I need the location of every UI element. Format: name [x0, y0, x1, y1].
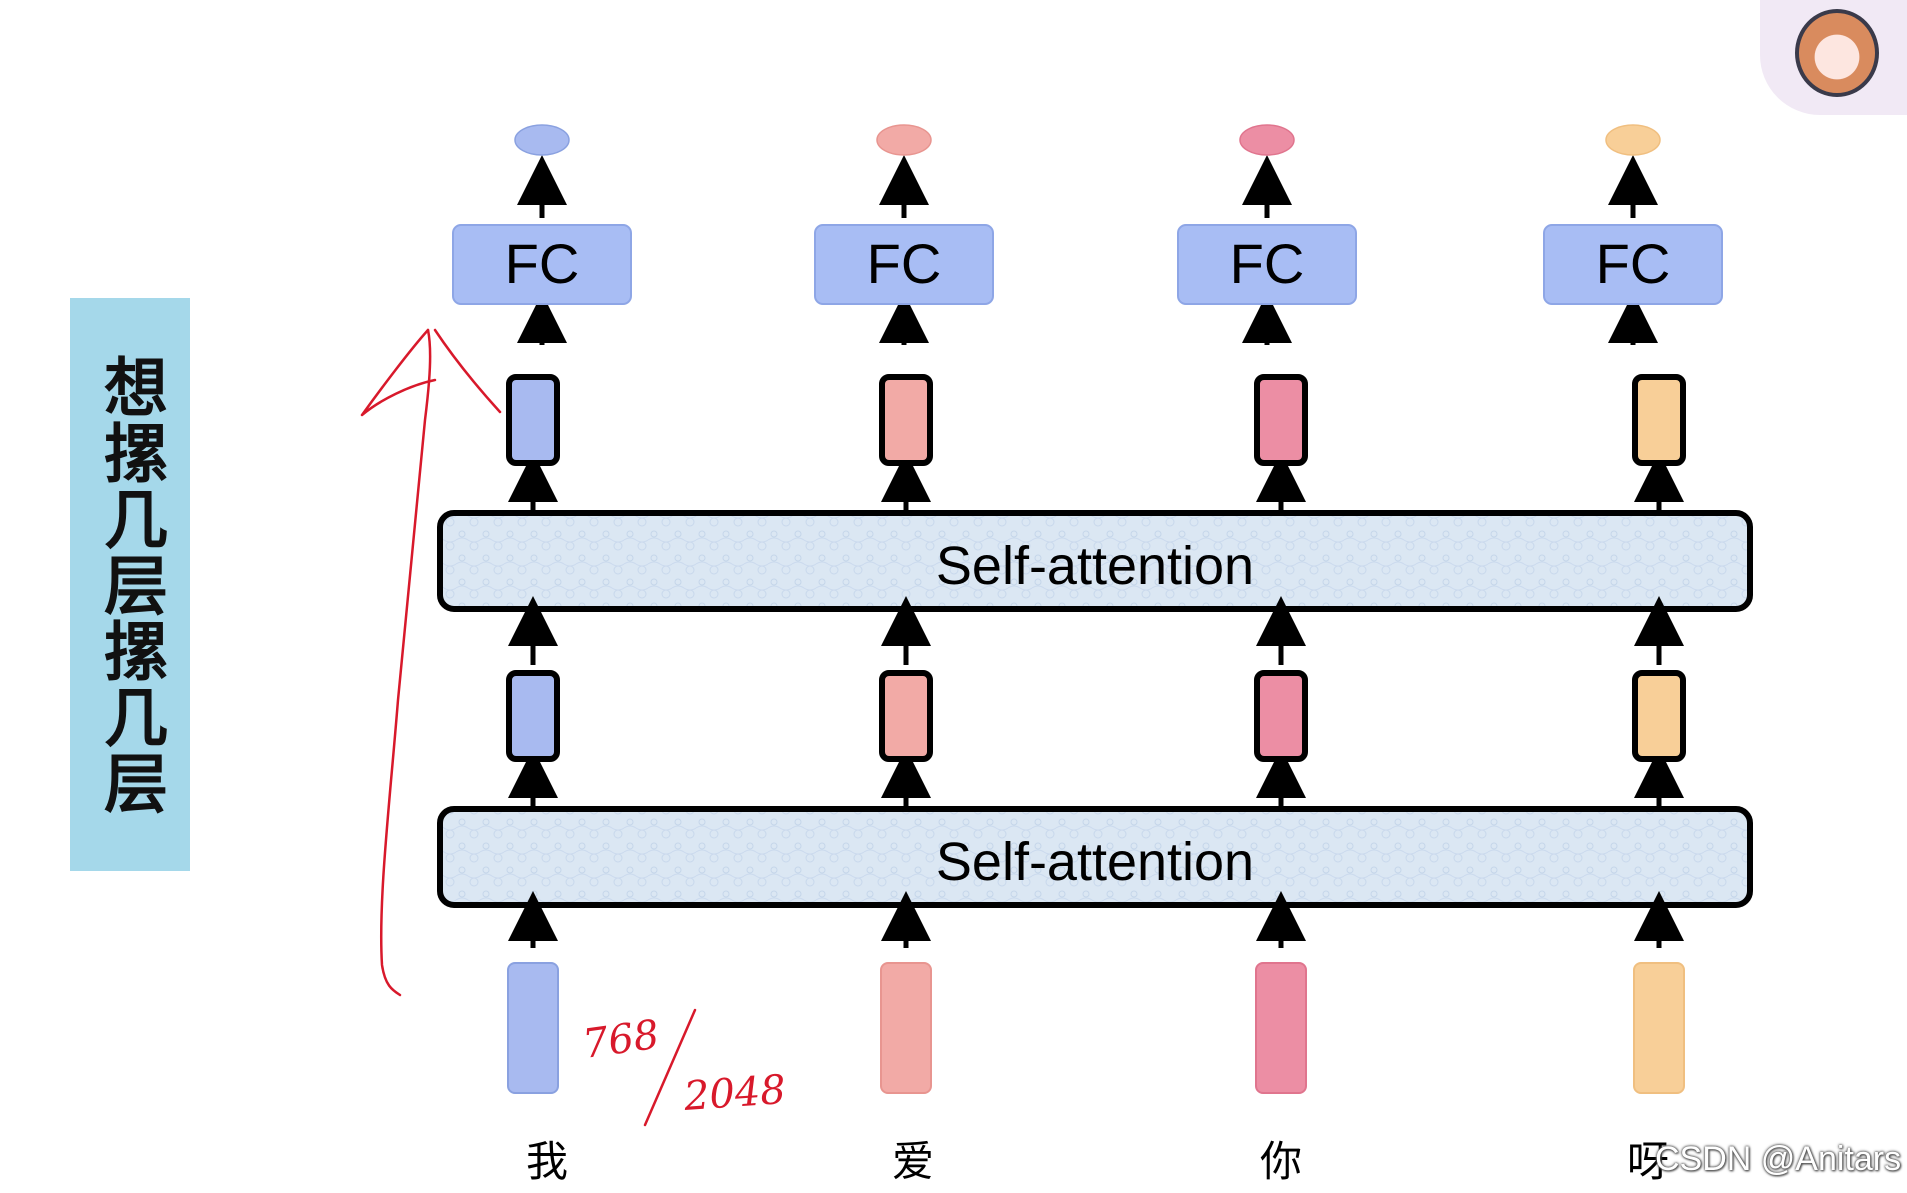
annotation-denominator: 2048	[681, 1067, 787, 1120]
token-column-3: FC 你	[1177, 124, 1357, 1186]
self-attention-top-label: Self-attention	[936, 536, 1254, 596]
hidden-vector-layer1-2	[879, 670, 933, 762]
token-label-4: 呀	[1627, 1137, 1669, 1186]
token-columns: FC 我 FC 爱 FC 你 FC 呀	[452, 124, 1723, 1186]
avatar-face	[1795, 9, 1879, 97]
input-embedding-3	[1255, 962, 1307, 1094]
anime-avatar-icon	[1760, 0, 1907, 115]
watermark: CSDN @Anitars	[1655, 1140, 1902, 1178]
hidden-vector-layer2-1	[506, 374, 560, 466]
annotation-arrowhead-left	[360, 328, 437, 417]
output-class-4	[1605, 124, 1661, 156]
input-embedding-4	[1633, 962, 1685, 1094]
fc-box-4	[1543, 224, 1723, 305]
hidden-vector-layer1-4	[1632, 670, 1686, 762]
output-class-3	[1239, 124, 1295, 156]
output-class-2	[876, 124, 932, 156]
token-column-2: FC 爱	[814, 124, 994, 1186]
fc-label-4: FC	[1596, 232, 1671, 295]
hidden-vector-layer1-3	[1254, 670, 1308, 762]
output-class-1	[514, 124, 570, 156]
self-attention-layer-bottom: Self-attention	[437, 806, 1753, 908]
fc-label-3: FC	[1230, 232, 1305, 295]
token-column-4: FC 呀	[1543, 124, 1723, 1186]
token-label-1: 我	[526, 1137, 568, 1186]
fc-label-2: FC	[867, 232, 942, 295]
annotation-numerator: 768	[580, 1012, 662, 1068]
hidden-vector-layer1-1	[506, 670, 560, 762]
token-label-3: 你	[1260, 1137, 1302, 1186]
hidden-vector-layer2-4	[1632, 374, 1686, 466]
fc-box-2	[814, 224, 994, 305]
token-column-1: FC 我	[452, 124, 632, 1186]
annotation-arrowhead-right	[433, 328, 502, 414]
self-attention-bottom-label: Self-attention	[936, 832, 1254, 892]
fc-box-1	[452, 224, 632, 305]
hidden-vector-layer2-3	[1254, 374, 1308, 466]
annotation-arrow-stroke	[379, 328, 432, 997]
input-embedding-1	[507, 962, 559, 1094]
side-banner-label: 想摞几层摞几层	[93, 353, 167, 816]
token-label-2: 爱	[892, 1137, 934, 1186]
hidden-vector-layer2-2	[879, 374, 933, 466]
handwritten-annotation	[360, 328, 697, 1127]
side-banner: 想摞几层摞几层	[70, 298, 190, 871]
fc-box-3	[1177, 224, 1357, 305]
input-embedding-2	[880, 962, 932, 1094]
self-attention-layer-top: Self-attention	[437, 510, 1753, 612]
annotation-slash	[643, 1008, 697, 1127]
fc-label-1: FC	[505, 232, 580, 295]
